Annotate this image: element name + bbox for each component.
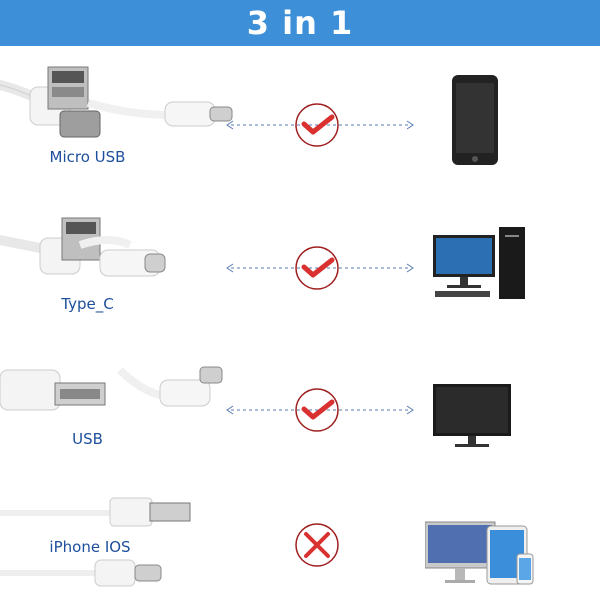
row-iphone-ios: iPhone IOS bbox=[0, 478, 600, 588]
row-label: Type_C bbox=[61, 295, 114, 313]
micro-usb-cable-image bbox=[0, 66, 233, 138]
title-banner: 3 in 1 bbox=[0, 0, 600, 46]
bidirectional-arrow-icon bbox=[226, 405, 414, 415]
usb-cable-image bbox=[0, 366, 223, 411]
row-micro-usb: Micro USB bbox=[0, 55, 600, 166]
smartphone-icon bbox=[452, 75, 498, 165]
check-mark-icon bbox=[295, 103, 339, 147]
desktop-computer-icon bbox=[433, 227, 525, 299]
bidirectional-arrow-icon bbox=[226, 263, 414, 273]
row-usb: USB bbox=[0, 345, 600, 455]
check-mark-icon bbox=[295, 388, 339, 432]
check-mark-icon bbox=[295, 246, 339, 290]
apple-devices-icon bbox=[425, 521, 534, 585]
row-type-c: Type_C bbox=[0, 190, 600, 313]
banner-title: 3 in 1 bbox=[246, 4, 354, 42]
lightning-cable-image bbox=[0, 497, 191, 587]
monitor-icon bbox=[433, 384, 511, 447]
type-c-cable-image bbox=[0, 217, 166, 277]
row-label: iPhone IOS bbox=[49, 538, 131, 556]
row-label: Micro USB bbox=[49, 148, 126, 166]
cross-mark-icon bbox=[295, 523, 339, 567]
bidirectional-arrow-icon bbox=[226, 120, 414, 130]
row-label: USB bbox=[72, 430, 103, 448]
